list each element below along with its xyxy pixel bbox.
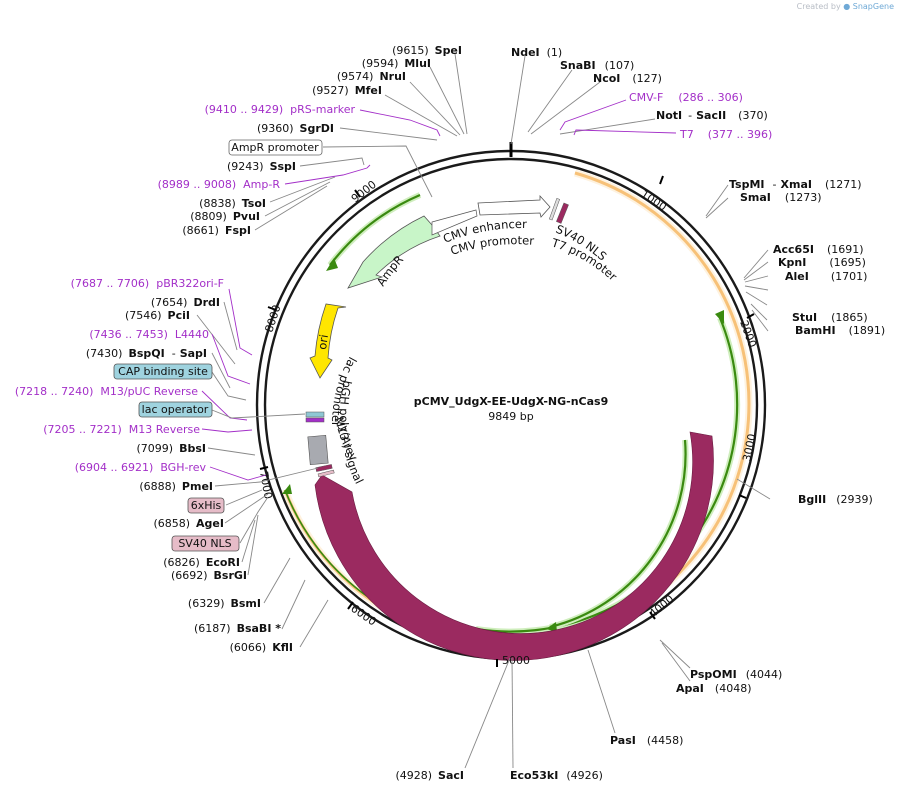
plasmid-size: 9849 bp [488, 410, 533, 423]
site-bsrgi[interactable]: (6692)BsrGI [171, 569, 247, 582]
site-kpni[interactable]: KpnI(1695) [778, 256, 866, 269]
svg-text:6xHis: 6xHis [191, 499, 222, 512]
m13-feature[interactable] [305, 417, 325, 423]
bgh-feature[interactable] [307, 434, 329, 466]
site-bglii[interactable]: BglII(2939) [798, 493, 873, 506]
6xhis-box[interactable]: 6xHis [187, 497, 225, 514]
primer-m13r[interactable]: (7205 .. 7221)M13 Reverse [43, 423, 200, 436]
site-pmei[interactable]: (6888)PmeI [139, 480, 213, 493]
plasmid-name: pCMV_UdgX-EE-UdgX-NG-nCas9 [414, 395, 609, 408]
site-tsoi[interactable]: (8838)TsoI [199, 197, 266, 210]
primer-pbr322[interactable]: (7687 .. 7706)pBR322ori-F [71, 277, 224, 290]
sv40-nls-feature[interactable] [556, 202, 569, 224]
site-bsmi[interactable]: (6329)BsmI [188, 597, 261, 610]
svg-text:AmpR promoter: AmpR promoter [231, 141, 319, 154]
site-ecori[interactable]: (6826)EcoRI [163, 556, 240, 569]
tick-7000: 7000 [257, 470, 275, 500]
tick-3000: 3000 [740, 433, 759, 463]
site-bsabi[interactable]: (6187)BsaBI * [194, 622, 281, 635]
leader-lines [196, 53, 771, 769]
site-ncoi[interactable]: NcoI(127) [593, 72, 662, 85]
site-mlui[interactable]: (9594)MluI [362, 57, 431, 70]
primer-m13puc[interactable]: (7218 .. 7240)M13/pUC Reverse [15, 385, 198, 398]
svg-text:CAP binding site: CAP binding site [118, 365, 208, 378]
sv40-nls-box[interactable]: SV40 NLS [171, 535, 240, 552]
site-fspi[interactable]: (8661)FspI [182, 224, 251, 237]
cas9-label: Cas9 [521, 602, 550, 619]
ori-feature[interactable] [309, 303, 347, 379]
primer-cmvf[interactable]: CMV-F(286 .. 306) [629, 91, 743, 104]
ampr-feature[interactable] [347, 215, 441, 289]
lac-operator-box[interactable]: lac operator [138, 401, 213, 418]
lac-feature[interactable] [305, 411, 325, 418]
site-eco53ki[interactable]: Eco53kI(4926) [510, 769, 603, 782]
ori-label: ori [315, 333, 331, 350]
site-bbsi[interactable]: (7099)BbsI [137, 442, 206, 455]
site-spei[interactable]: (9615)SpeI [392, 44, 462, 57]
ring-ticks [259, 175, 755, 667]
primer-t7[interactable]: T7(377 .. 396) [679, 128, 772, 141]
primer-l4440[interactable]: (7436 .. 7453)L4440 [89, 328, 209, 341]
site-alei[interactable]: AleI(1701) [785, 270, 867, 283]
cap-binding-site-box[interactable]: CAP binding site [113, 363, 213, 380]
site-agei[interactable]: (6858)AgeI [153, 517, 224, 530]
ampr-promoter-box[interactable]: AmpR promoter [228, 139, 323, 156]
site-smai[interactable]: SmaI(1273) [740, 191, 821, 204]
site-snabi[interactable]: SnaBI(107) [560, 59, 634, 72]
cmv-enhancer-feature[interactable] [477, 194, 551, 218]
site-acc65i[interactable]: Acc65I(1691) [773, 243, 864, 256]
site-kfli[interactable]: (6066)KflI [230, 641, 293, 654]
site-nrui[interactable]: (9574)NruI [337, 70, 406, 83]
cas9-feature[interactable] [314, 431, 714, 661]
site-sspi[interactable]: (9243)SspI [227, 160, 296, 173]
cmv-promoter-feature[interactable] [431, 209, 478, 236]
site-drdi[interactable]: (7654)DrdI [151, 296, 220, 309]
site-bspqi[interactable]: (7430)BspQI-SapI [86, 347, 207, 360]
site-mfei[interactable]: (9527)MfeI [312, 84, 382, 97]
svg-text:lac operator: lac operator [142, 403, 209, 416]
svg-text:SV40 NLS: SV40 NLS [178, 537, 231, 550]
green-arrow-left [326, 192, 422, 271]
nls-small-feature[interactable] [315, 464, 333, 472]
site-ndei[interactable]: NdeI(1) [511, 46, 562, 59]
primer-ampr[interactable]: (8989 .. 9008)Amp-R [158, 178, 281, 191]
site-saci[interactable]: (4928)SacI [395, 769, 464, 782]
site-pasi[interactable]: PasI(4458) [610, 734, 683, 747]
snapgene-logo-icon: ● [843, 2, 851, 11]
t7-promoter-feature[interactable] [548, 198, 560, 221]
site-sgrdi[interactable]: (9360)SgrDI [257, 122, 334, 135]
primer-bghrev[interactable]: (6904 .. 6921)BGH-rev [75, 461, 207, 474]
snapgene-credit: Created by ● SnapGene [796, 2, 894, 11]
site-pspomi[interactable]: PspOMI(4044) [690, 668, 782, 681]
site-pvui[interactable]: (8809)PvuI [190, 210, 260, 223]
tick-5000: 5000 [502, 654, 530, 667]
primer-prs[interactable]: (9410 .. 9429)pRS-marker [205, 103, 356, 116]
site-apai[interactable]: ApaI(4048) [676, 682, 751, 695]
green-arrow-inner [546, 439, 689, 632]
site-tspmi[interactable]: TspMI-XmaI(1271) [729, 178, 862, 191]
site-pcii[interactable]: (7546)PciI [125, 309, 190, 322]
site-noti[interactable]: NotI-SacII(370) [656, 109, 768, 122]
site-stui[interactable]: StuI(1865) [792, 311, 868, 324]
site-bamhi[interactable]: BamHI(1891) [795, 324, 885, 337]
his-small-feature[interactable] [317, 469, 335, 478]
